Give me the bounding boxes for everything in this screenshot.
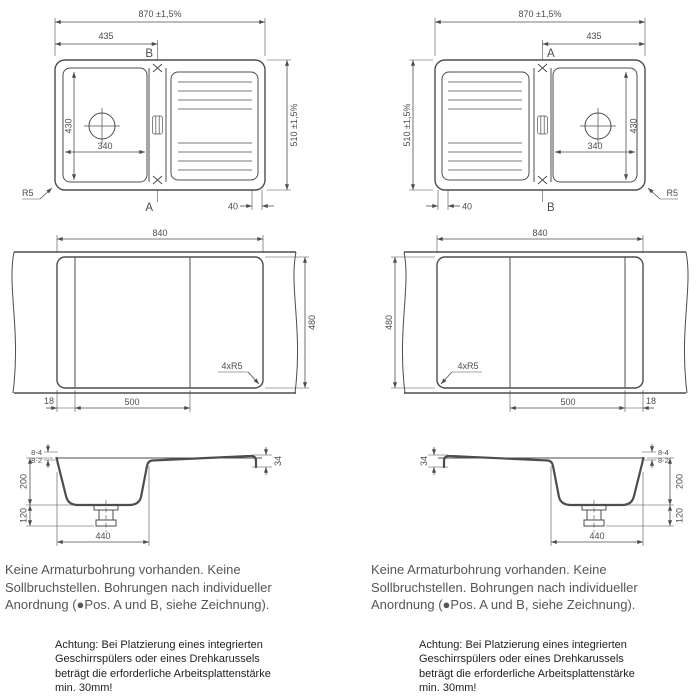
- warning-right-variant: Achtung: Bei Platzierung eines integrier…: [419, 639, 635, 694]
- rim-tol-lower-label: 8-2: [658, 456, 669, 465]
- dim-cutout-width-label: 840: [532, 228, 547, 238]
- position-top-label: B: [145, 48, 153, 60]
- labels-left-variant: 870 ±1,5% 435 B A 430 340 510 ±1,5% 40 R…: [19, 9, 318, 541]
- dim-edge-height-label: 34: [419, 456, 429, 466]
- dim-drain-clearance-label: 120: [19, 508, 29, 523]
- dim-basin-zone-label: 500: [124, 397, 139, 407]
- position-top-label: A: [547, 48, 555, 60]
- corner-radius-label: R5: [22, 188, 34, 198]
- corner-radius-label: R5: [666, 188, 678, 198]
- dim-half-width-label: 435: [98, 31, 113, 41]
- dim-hole-offset-label: 40: [462, 202, 472, 212]
- dim-basin-width-label: 340: [97, 141, 112, 151]
- dim-basin-depth-label: 430: [64, 118, 74, 133]
- dim-drain-clearance-label: 120: [675, 508, 685, 523]
- dim-cutout-height-label: 480: [384, 315, 394, 330]
- dim-basin-depth-label: 430: [629, 118, 639, 133]
- position-bottom-label: B: [547, 202, 555, 214]
- dim-bowl-depth-label: 200: [675, 474, 685, 489]
- rim-tol-upper-label: 8-4: [658, 448, 669, 457]
- dim-cutout-width-label: 840: [152, 228, 167, 238]
- dim-overall-width-label: 870 ±1,5%: [139, 9, 182, 19]
- drawing-left-variant: [12, 18, 309, 546]
- dim-edge-offset-label: 18: [44, 396, 54, 406]
- dim-cutout-height-label: 480: [307, 315, 317, 330]
- dim-bowl-width-label: 440: [95, 531, 110, 541]
- dim-bowl-width-label: 440: [589, 531, 604, 541]
- dim-basin-zone-label: 500: [560, 397, 575, 407]
- dim-half-width-label: 435: [586, 31, 601, 41]
- position-bottom-label: A: [145, 202, 153, 214]
- rim-tol-lower-label: 8-2: [31, 456, 42, 465]
- dim-edge-height-label: 34: [273, 456, 283, 466]
- cutout-corner-radius-label: 4xR5: [221, 361, 242, 371]
- dim-overall-depth-label: 510 ±1,5%: [289, 104, 299, 147]
- cutout-corner-radius-label: 4xR5: [457, 361, 478, 371]
- rim-tol-upper-label: 8-4: [31, 448, 42, 457]
- dim-overall-width-label: 870 ±1,5%: [519, 9, 562, 19]
- note-right-variant: Keine Armaturbohrung vorhanden. Keine So…: [371, 562, 638, 613]
- warning-left-variant: Achtung: Bei Platzierung eines integrier…: [55, 639, 271, 694]
- note-left-variant: Keine Armaturbohrung vorhanden. Keine So…: [5, 562, 272, 613]
- labels-right-variant: 870 ±1,5% 435 A B 430 340 510 ±1,5% 40 R…: [384, 9, 685, 541]
- dim-overall-depth-label: 510 ±1,5%: [402, 104, 412, 147]
- dim-hole-offset-label: 40: [228, 202, 238, 212]
- drawing-right-variant: [391, 18, 688, 546]
- dim-edge-offset-label: 18: [646, 396, 656, 406]
- dim-basin-width-label: 340: [587, 141, 602, 151]
- dim-bowl-depth-label: 200: [19, 474, 29, 489]
- technical-drawing: 870 ±1,5% 435 B A 430 340 510 ±1,5% 40 R…: [0, 9, 700, 558]
